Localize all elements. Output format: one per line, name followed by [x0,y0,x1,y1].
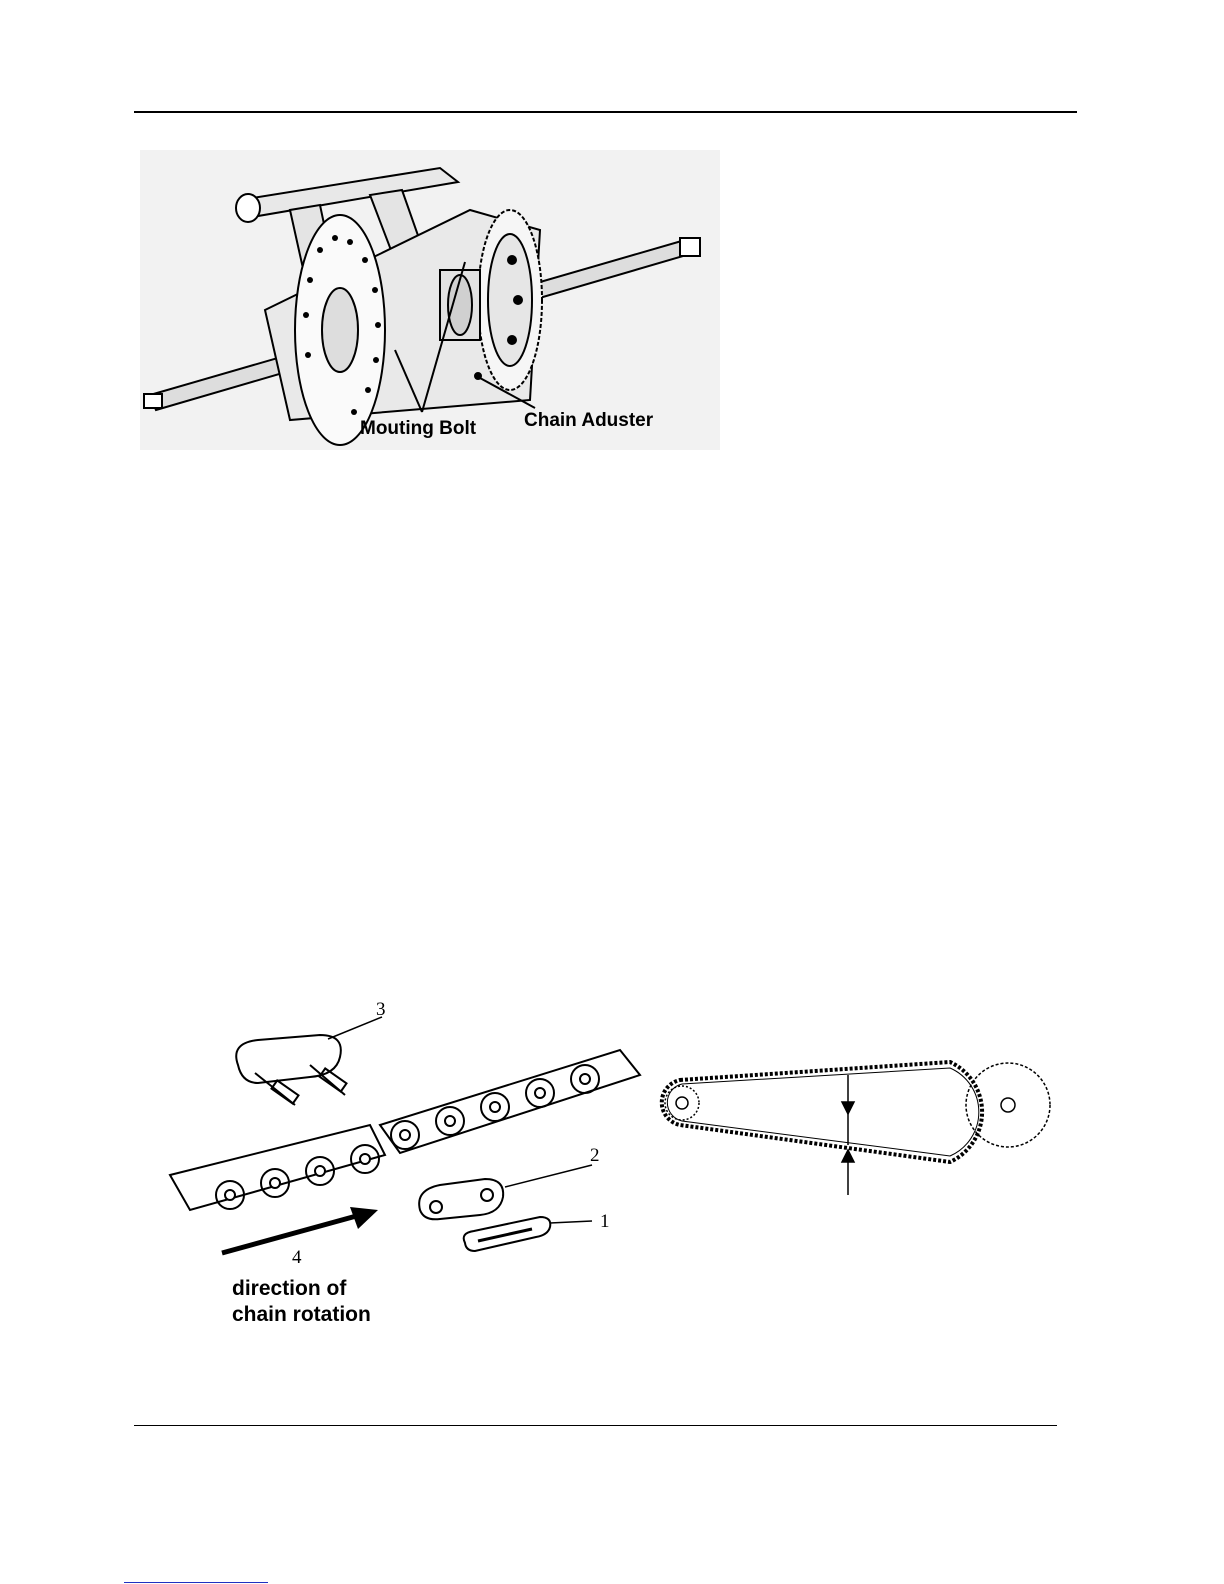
chain-adjuster-label: Chain Aduster [524,410,654,431]
drive-sprocket [478,210,542,390]
slack-measurement [842,1075,854,1195]
footer-rule [134,1425,1057,1426]
chain-slack-figure [650,1050,1060,1200]
chain-lower-segment [170,1125,385,1210]
callout-2: 2 [590,1145,600,1166]
footer-link-underline[interactable] [124,1582,268,1583]
mounting-bolt-label: Mouting Bolt [360,418,477,439]
chain-link-figure: 3 2 1 4 direction of chain rotation [160,995,660,1335]
chain-loop [662,1062,982,1162]
direction-label-line1: direction of [232,1277,347,1300]
rear-axle-figure: Mouting Bolt Chain Aduster [140,150,720,450]
direction-label-line2: chain rotation [232,1303,371,1326]
front-sprocket [665,1086,699,1120]
callout-3: 3 [376,999,386,1020]
master-link-plate-3 [236,1035,346,1105]
callout-4: 4 [292,1247,302,1268]
master-link-clip-1 [464,1217,551,1251]
header-rule [134,111,1077,113]
master-link-plate-2 [419,1179,503,1219]
callout-1: 1 [600,1211,610,1232]
chain-upper-segment [380,1050,640,1153]
chain-loop-inner [667,1068,978,1156]
callout-leaders [328,1017,592,1223]
brake-disc [295,215,385,445]
